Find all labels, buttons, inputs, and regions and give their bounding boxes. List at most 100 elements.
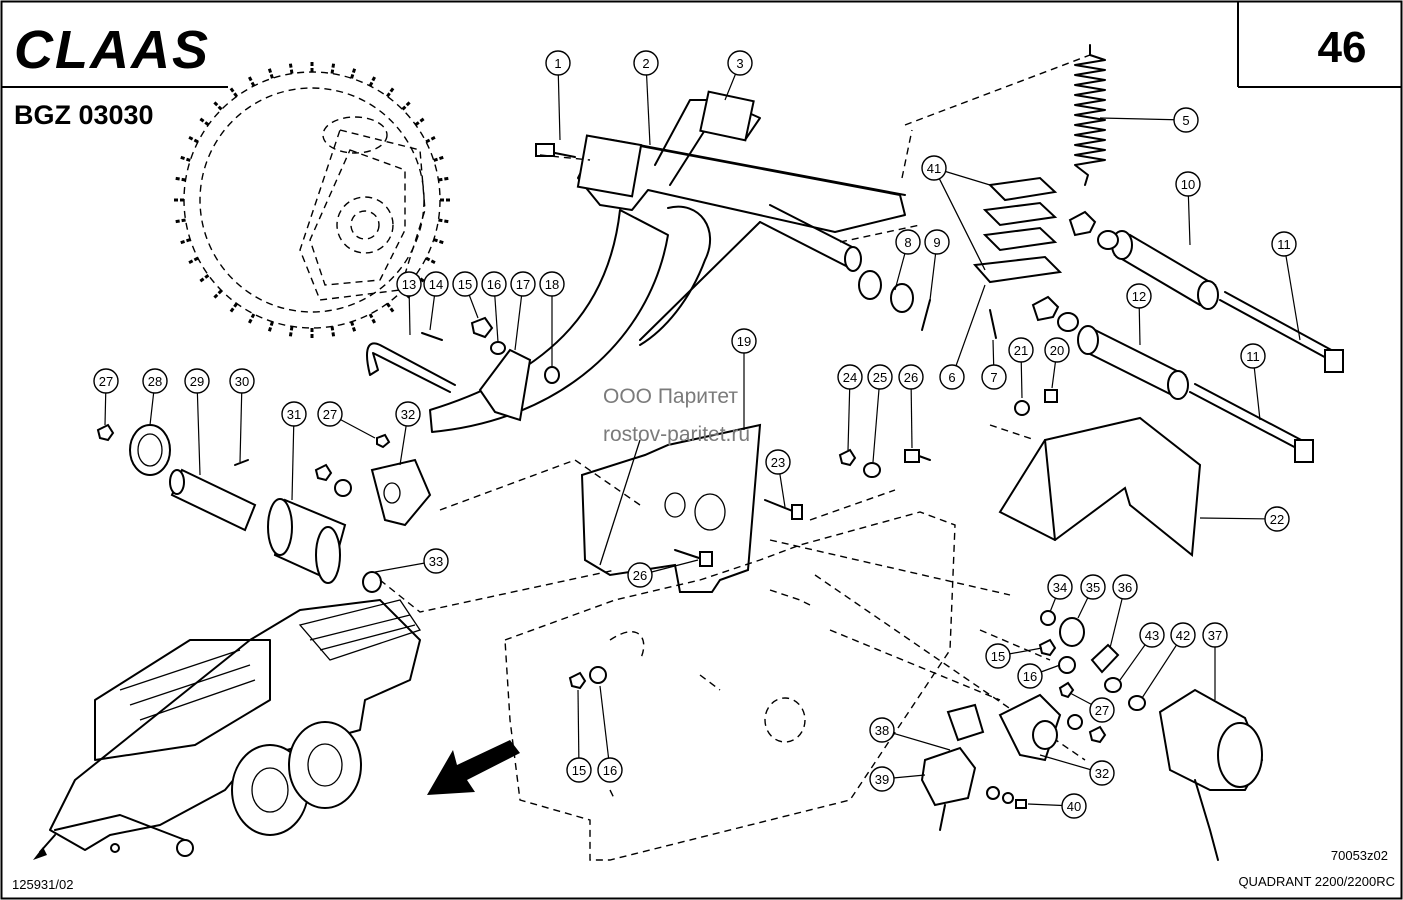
callout-bubble bbox=[727, 50, 753, 76]
sprocket-tooth bbox=[267, 321, 274, 334]
sprocket-tooth bbox=[368, 74, 377, 87]
callout-bubble bbox=[1017, 663, 1043, 689]
callout-bubble bbox=[142, 368, 168, 394]
callout-number: 16 bbox=[487, 277, 501, 292]
callout-number: 16 bbox=[603, 763, 617, 778]
callout-number: 1 bbox=[554, 56, 561, 71]
sprocket-tooth bbox=[350, 321, 357, 334]
cover-plate bbox=[998, 416, 1202, 557]
callout-34: 34 bbox=[1047, 574, 1073, 600]
callout-bubble bbox=[1008, 337, 1034, 363]
callout-36: 36 bbox=[1112, 574, 1138, 600]
leader-line-31 bbox=[291, 413, 295, 501]
callout-16: 16 bbox=[1017, 663, 1043, 689]
callout-number: 27 bbox=[1095, 703, 1109, 718]
leader-line-15 bbox=[577, 689, 580, 771]
sprocket-tooth bbox=[386, 302, 396, 315]
sprocket-tooth bbox=[438, 218, 451, 224]
callout-21: 21 bbox=[1008, 337, 1034, 363]
callout-bubble bbox=[765, 449, 791, 475]
callout-number: 32 bbox=[1095, 766, 1109, 781]
callout-bubble bbox=[627, 562, 653, 588]
callout-bubble bbox=[985, 643, 1011, 669]
callout-number: 26 bbox=[904, 370, 918, 385]
machine-model: QUADRANT 2200/2200RC bbox=[1238, 874, 1395, 889]
callout-24: 24 bbox=[837, 364, 863, 390]
group-code: BGZ 03030 bbox=[14, 100, 154, 130]
callout-15: 15 bbox=[452, 271, 478, 297]
callout-26: 26 bbox=[627, 562, 653, 588]
callout-20: 20 bbox=[1044, 337, 1070, 363]
callout-7: 7 bbox=[981, 364, 1007, 390]
callout-bubble bbox=[184, 368, 210, 394]
callout-bubble bbox=[395, 401, 421, 427]
callout-bubble bbox=[1170, 622, 1196, 648]
callout-40: 40 bbox=[1061, 793, 1087, 819]
sprocket-tooth bbox=[178, 155, 191, 162]
callout-bubble bbox=[539, 271, 565, 297]
tubes-and-bolts bbox=[1031, 210, 1344, 463]
callout-number: 26 bbox=[633, 568, 647, 583]
callout-27: 27 bbox=[93, 368, 119, 394]
callout-bubble bbox=[924, 229, 950, 255]
callout-bubble bbox=[597, 757, 623, 783]
callout-number: 10 bbox=[1181, 177, 1195, 192]
callout-bubble bbox=[1089, 760, 1115, 786]
callout-33: 33 bbox=[423, 548, 449, 574]
callout-bubble bbox=[939, 364, 965, 390]
sprocket-tooth bbox=[401, 99, 413, 111]
callout-number: 42 bbox=[1176, 628, 1190, 643]
assembly-lines bbox=[379, 54, 1091, 761]
callout-27: 27 bbox=[1089, 697, 1115, 723]
sprocket-tooth bbox=[425, 256, 438, 265]
callout-number: 23 bbox=[771, 455, 785, 470]
callout-bubble bbox=[1044, 337, 1070, 363]
sprocket-tooth bbox=[173, 218, 186, 224]
callout-bubble bbox=[396, 271, 422, 297]
callout-number: 12 bbox=[1132, 289, 1146, 304]
callout-1: 1 bbox=[545, 50, 571, 76]
claas-logo: CLAAS bbox=[14, 20, 210, 80]
sprocket-tooth bbox=[330, 326, 336, 339]
center-plate bbox=[580, 423, 803, 593]
sprocket-tooth bbox=[197, 116, 210, 126]
callout-bubble bbox=[452, 271, 478, 297]
callout-bubble bbox=[1089, 697, 1115, 723]
callout-bubble bbox=[869, 766, 895, 792]
shims bbox=[934, 169, 1063, 284]
callout-bubble bbox=[1175, 171, 1201, 197]
sprocket-tooth bbox=[433, 238, 446, 245]
callout-35: 35 bbox=[1080, 574, 1106, 600]
callout-bubble bbox=[731, 328, 757, 354]
spring bbox=[1074, 44, 1106, 186]
baler-thumbnail bbox=[33, 599, 422, 860]
callout-number: 15 bbox=[991, 649, 1005, 664]
page-number: 46 bbox=[1318, 23, 1367, 72]
sprocket-tooth bbox=[178, 238, 191, 245]
sprocket-tooth bbox=[247, 313, 256, 326]
callout-bubble bbox=[510, 271, 536, 297]
callout-number: 11 bbox=[1246, 349, 1260, 364]
sprocket-tooth bbox=[330, 61, 336, 74]
sprocket-tooth bbox=[228, 85, 238, 98]
pin-bracket bbox=[366, 316, 560, 422]
callout-number: 15 bbox=[572, 763, 586, 778]
callout-3: 3 bbox=[727, 50, 753, 76]
callout-bubble bbox=[1264, 506, 1290, 532]
callout-43: 43 bbox=[1139, 622, 1165, 648]
callout-bubble bbox=[1126, 283, 1152, 309]
callout-23: 23 bbox=[765, 449, 791, 475]
sprocket-tooth bbox=[228, 302, 238, 315]
sprocket-tooth bbox=[267, 66, 274, 79]
callout-30: 30 bbox=[229, 368, 255, 394]
callout-32: 32 bbox=[395, 401, 421, 427]
callout-37: 37 bbox=[1202, 622, 1228, 648]
callout-bubble bbox=[281, 401, 307, 427]
callout-number: 27 bbox=[99, 374, 113, 389]
callout-number: 8 bbox=[904, 235, 911, 250]
callout-bubble bbox=[981, 364, 1007, 390]
callout-number: 41 bbox=[927, 161, 941, 176]
